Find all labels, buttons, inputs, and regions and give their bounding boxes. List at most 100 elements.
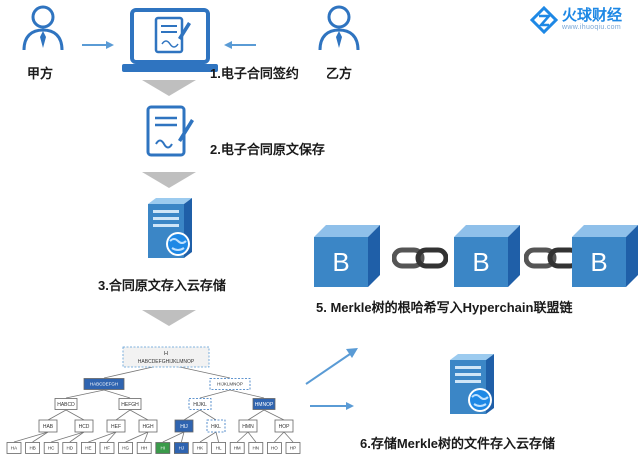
merkle-leaf-text: HM [234, 446, 241, 451]
step-5-label: 5. Merkle树的根哈希写入Hyperchain联盟链 [316, 300, 573, 315]
tree-edge [229, 389, 265, 399]
merkle-tree: H HABCDEFGHIJKLMNOP HABCDEFGH HIJKLMNOP HABC… [6, 346, 301, 454]
merkle-leaf [99, 442, 115, 454]
brand-url: www.ihuoqiu.com [562, 24, 621, 31]
tree-edge [51, 431, 85, 443]
tree-edge [247, 431, 257, 443]
block-1: B [314, 225, 380, 292]
tree-edge [65, 409, 85, 421]
merkle-leaf [155, 442, 171, 454]
arrow-right-icon [310, 398, 356, 416]
merkle-leaf [81, 442, 96, 454]
tree-edge [283, 431, 294, 443]
merkle-leaf-text: HK [197, 446, 203, 451]
merkle-node-l3 [174, 419, 194, 433]
merkle-node-l3 [38, 419, 58, 433]
merkle-root-top: H [164, 351, 168, 357]
merkle-leaf-text: HI [161, 446, 166, 451]
tree-edge [47, 409, 67, 421]
merkle-node-l3 [238, 419, 258, 433]
merkle-leaf-text: HE [85, 446, 91, 451]
merkle-node-l3-text: HCD [79, 424, 90, 430]
tree-edge [69, 431, 85, 443]
tree-edge [236, 431, 249, 443]
merkle-leaf [62, 442, 78, 454]
merkle-node-l2-text: HEFGH [121, 402, 139, 408]
merkle-node-l3 [274, 419, 294, 433]
merkle-leaf-text: HH [141, 446, 148, 451]
merkle-leaf-text: HC [48, 446, 55, 451]
merkle-leaf-text: HD [67, 446, 74, 451]
merkle-node-l2 [54, 398, 78, 410]
merkle-leaf-text: HJ [179, 446, 185, 451]
merkle-leaf-text: HL [216, 446, 222, 451]
merkle-leaf [6, 442, 22, 454]
document-icon [144, 104, 196, 165]
cloud-server-icon [444, 352, 500, 421]
merkle-node-l1-text: HABCDEFGH [90, 382, 118, 387]
merkle-node-l2-text: HABCD [57, 402, 75, 408]
cloud-server-icon [142, 196, 198, 265]
merkle-leaf [211, 442, 227, 454]
block-label: B [590, 247, 608, 277]
step-2-label: 2.电子合同原文保存 [210, 142, 325, 157]
step-3-label: 3.合同原文存入云存储 [98, 278, 226, 293]
merkle-node-l3 [138, 419, 158, 433]
merkle-leaf [229, 442, 245, 454]
merkle-root-node [122, 346, 210, 368]
merkle-leaf [25, 442, 41, 454]
block-3: B [572, 225, 638, 292]
tree-edge [199, 389, 231, 399]
down-arrow-icon [142, 310, 196, 331]
merkle-leaf-text: HB [29, 446, 35, 451]
tree-edge [199, 409, 217, 421]
down-arrow-icon [142, 172, 196, 193]
arrow-left-icon [222, 37, 256, 55]
merkle-leaf-text: HO [271, 446, 278, 451]
tree-edge [162, 431, 185, 443]
tree-edge [115, 409, 131, 421]
tree-edge [181, 431, 185, 443]
merkle-node-l1-text: HIJKLMNOP [217, 382, 243, 387]
step-6-label: 6.存储Merkle树的文件存入云存储 [360, 436, 556, 451]
merkle-node-l2-text: HIJKL [193, 402, 207, 408]
tree-edge [143, 431, 149, 443]
merkle-node-l2 [118, 398, 142, 410]
tree-edge [125, 431, 149, 443]
step-1-label: 1.电子合同签约 [210, 66, 299, 81]
tree-edge [88, 431, 117, 443]
block-label: B [472, 247, 490, 277]
merkle-node-l3 [106, 419, 126, 433]
merkle-leaf [136, 442, 152, 454]
down-arrow-icon [142, 80, 196, 101]
tree-edge [103, 389, 131, 399]
party-a-icon [20, 4, 66, 57]
merkle-node-l3-text: HEF [111, 424, 121, 430]
tree-edge [274, 431, 285, 443]
arrow-right-icon [82, 37, 116, 55]
brand-logo-icon [529, 5, 559, 35]
merkle-node-l3 [206, 419, 226, 433]
merkle-leaf-text: HP [290, 446, 296, 451]
tree-edge [32, 431, 49, 443]
merkle-leaf [248, 442, 264, 454]
merkle-leaf [192, 442, 208, 454]
merkle-node-l2-text: HMNOP [255, 402, 274, 408]
block-label: B [332, 247, 350, 277]
tree-edge [263, 409, 285, 421]
tree-edge [13, 431, 49, 443]
arrow-up-right-icon [304, 346, 360, 391]
merkle-leaf [285, 442, 301, 454]
merkle-leaf [118, 442, 133, 454]
merkle-leaf-text: HF [104, 446, 110, 451]
merkle-node-l3-text: HOP [279, 424, 291, 430]
merkle-node-l2 [252, 398, 276, 410]
chain-link-icon [391, 245, 449, 276]
tree-edge [183, 409, 201, 421]
merkle-node-l1 [209, 378, 251, 390]
merkle-node-l3-text: HAB [43, 424, 54, 430]
merkle-leaf [173, 442, 189, 454]
merkle-root-label: HABCDEFGHIJKLMNOP [138, 359, 195, 365]
brand-name: 火球财经 [562, 7, 623, 24]
laptop-contract-icon [122, 8, 218, 79]
